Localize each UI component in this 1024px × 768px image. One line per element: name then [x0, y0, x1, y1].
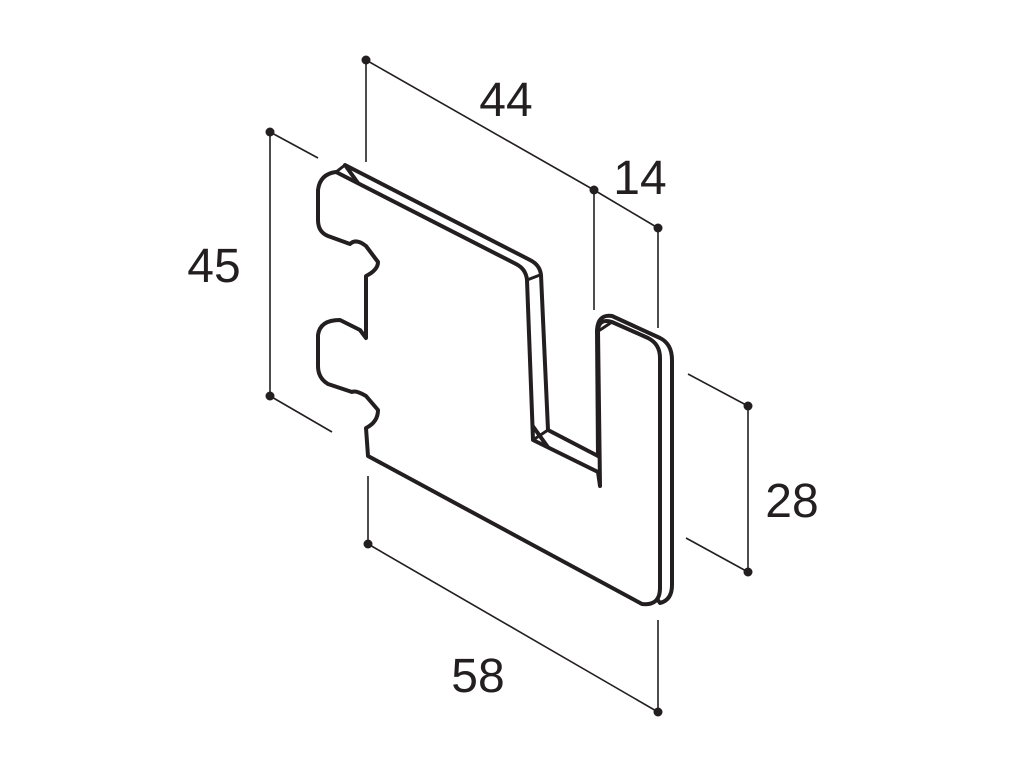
bracket-slot-edge: [525, 273, 542, 282]
dimension-depth-top: 14: [593, 152, 667, 328]
bracket-part: [316, 163, 674, 607]
dimension-width-top: 44: [361, 55, 599, 310]
dimension-label-14: 14: [613, 152, 666, 205]
bracket-slot-bottom-edge: [531, 428, 550, 442]
dimension-label-45: 45: [187, 240, 240, 293]
dimension-label-44: 44: [479, 74, 532, 127]
dimension-width-bottom: 58: [363, 476, 663, 717]
dimension-height-left: 45: [187, 127, 333, 433]
dimension-label-58: 58: [451, 650, 504, 703]
bracket-front-face: [316, 170, 662, 607]
bracket-top-edge: [334, 163, 347, 174]
dimension-label-28: 28: [765, 475, 818, 528]
dimension-height-right: 28: [685, 373, 819, 577]
bracket-hook-top-edge: [598, 320, 614, 332]
